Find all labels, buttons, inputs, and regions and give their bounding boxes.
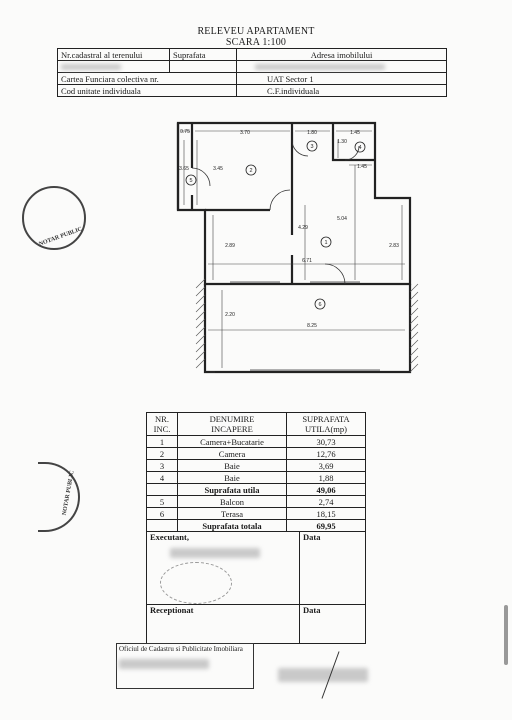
redacted-office	[119, 659, 209, 669]
notary-stamp: NOTAR PUBLIC	[22, 186, 86, 250]
document-title: RELEVEU APARTAMENT SCARA 1:100	[0, 26, 512, 48]
col-area-header: SUPRAFATA UTILA(mp)	[286, 412, 366, 436]
room-name-cell: Camera+Bucatarie	[177, 435, 287, 448]
dim-label: 4.29	[298, 225, 308, 231]
dim-label: 0.75	[180, 129, 190, 135]
room-number-5: 5	[189, 178, 192, 184]
room-number-3: 3	[310, 144, 313, 150]
room-area-cell: 12,76	[286, 447, 366, 460]
executant-label: Executant,	[150, 532, 189, 542]
room-area-cell: 30,73	[286, 435, 366, 448]
dim-label: 5.04	[337, 216, 347, 222]
seal-mark	[160, 562, 232, 604]
room-area-cell: 69,95	[286, 519, 366, 532]
dim-label: 3.65	[179, 166, 189, 172]
room-number-1: 1	[324, 240, 327, 246]
room-nr-cell: 5	[146, 495, 178, 508]
room-name-cell: Terasa	[177, 507, 287, 520]
dim-label: 8.25	[307, 323, 317, 329]
office-label: Oficiul de Cadastru si Publicitate Imobi…	[119, 645, 243, 653]
dim-label: 3.45	[213, 166, 223, 172]
room-number-6: 6	[318, 302, 321, 308]
room-nr-cell: 6	[146, 507, 178, 520]
executant-cell: Executant,	[146, 531, 300, 605]
dim-label: 2.20	[225, 312, 235, 318]
dim-label: 1.45	[350, 130, 360, 136]
cadastre-office-box: Oficiul de Cadastru si Publicitate Imobi…	[116, 643, 254, 689]
header-table: Nr.cadastral al terenului Suprafata Adre…	[57, 48, 447, 97]
room-nr-cell: 4	[146, 471, 178, 484]
room-area-cell: 1,88	[286, 471, 366, 484]
title-line-2: SCARA 1:100	[225, 37, 287, 48]
dim-label: 6.71	[302, 258, 312, 264]
room-nr-cell: 1	[146, 435, 178, 448]
col-name-header: DENUMIRE INCAPERE	[177, 412, 287, 436]
signature-table: Executant, Data Receptionat Data	[146, 531, 366, 644]
room-area-cell: 2,74	[286, 495, 366, 508]
receptionat-label: Receptionat	[150, 605, 194, 615]
room-nr-cell	[146, 483, 178, 496]
receptionat-cell: Receptionat	[146, 604, 300, 644]
dim-label: 1.80	[307, 130, 317, 136]
room-nr-cell: 2	[146, 447, 178, 460]
col-nr-header: NR. INC.	[146, 412, 178, 436]
room-name-cell: Balcon	[177, 495, 287, 508]
room-nr-cell: 3	[146, 459, 178, 472]
room-number-4: 4	[358, 145, 361, 151]
room-name-cell: Suprafata utila	[177, 483, 287, 496]
room-area-cell: 3,69	[286, 459, 366, 472]
redacted-signature	[278, 668, 368, 682]
dim-label: 1.45	[357, 164, 367, 170]
scrollbar-thumb[interactable]	[504, 605, 508, 665]
dim-label: 2.89	[225, 243, 235, 249]
individual-cf-label: C.F.individuala	[236, 84, 447, 97]
dim-label: 1.30	[337, 139, 347, 145]
dim-label: 2.83	[389, 243, 399, 249]
room-name-cell: Baie	[177, 471, 287, 484]
redacted-name	[170, 548, 260, 558]
room-area-cell: 49,06	[286, 483, 366, 496]
room-name-cell: Baie	[177, 459, 287, 472]
dim-label: 3.70	[240, 130, 250, 136]
room-number-2: 2	[249, 168, 252, 174]
date-label-2: Data	[299, 604, 366, 644]
room-name-cell: Camera	[177, 447, 287, 460]
room-nr-cell	[146, 519, 178, 532]
room-area-cell: 18,15	[286, 507, 366, 520]
room-name-cell: Suprafata totala	[177, 519, 287, 532]
date-label-1: Data	[299, 531, 366, 605]
title-line-1: RELEVEU APARTAMENT	[197, 26, 315, 37]
rooms-table: NR. INC. DENUMIRE INCAPERE SUPRAFATA UTI…	[146, 412, 366, 532]
